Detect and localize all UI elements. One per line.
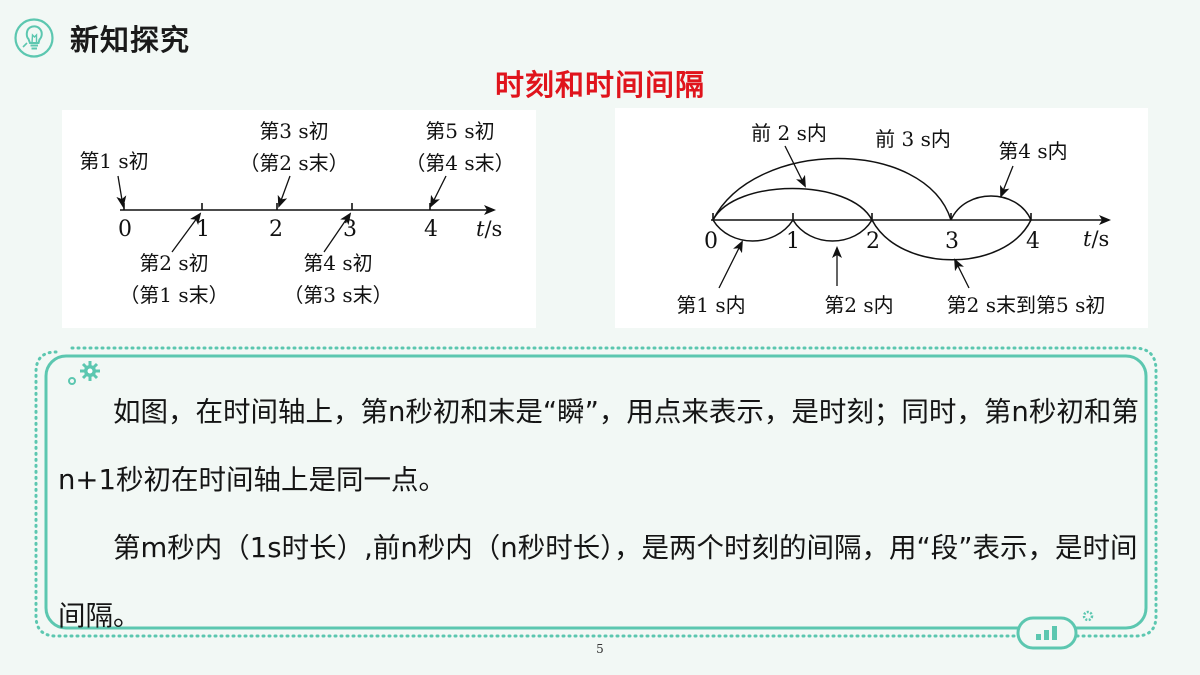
gear-icon	[68, 361, 100, 385]
label-first-second: 第1 s内	[676, 293, 745, 317]
tick-label-3: 3	[945, 229, 959, 254]
arrow-first-2s	[784, 145, 806, 188]
arrow-second-end-to-fifth-start	[954, 258, 970, 289]
small-gear-icon	[1082, 610, 1094, 622]
label-first-2s: 前 2 s内	[751, 121, 827, 145]
paragraph-time-points: 如图，在时间轴上，第n秒初和末是“瞬”，用点来表示，是时刻；同时，第n秒初和第n…	[58, 396, 1139, 496]
axis-unit-label: t/s	[1083, 227, 1109, 251]
arc-second-second	[792, 219, 873, 242]
arc-first-three-seconds	[712, 157, 952, 221]
header: 新知探究	[14, 12, 190, 64]
label-first-second-start: 第1 s初	[79, 149, 148, 173]
label-second-second-start: 第2 s初	[139, 251, 208, 275]
label-second-second: 第2 s内	[824, 293, 893, 317]
arrow-first-second	[718, 240, 743, 289]
tick-label-0: 0	[118, 217, 132, 242]
explanation-panel: 如图，在时间轴上，第n秒初和末是“瞬”，用点来表示，是时刻；同时，第n秒初和第n…	[58, 378, 1154, 650]
label-fifth-second-start: 第5 s初	[425, 119, 494, 143]
label-third-second-start: 第3 s初	[259, 119, 328, 143]
arc-fourth-second	[950, 195, 1032, 221]
label-first-second-end: （第1 s末）	[119, 283, 228, 307]
arc-first-two-seconds	[712, 187, 873, 221]
label-fourth-second-start: 第4 s初	[303, 251, 372, 275]
label-third-second-end: （第3 s末）	[283, 283, 392, 307]
tick-label-2: 2	[866, 229, 880, 254]
tick-label-2: 2	[269, 217, 283, 242]
section-subtitle: 时刻和时间间隔	[494, 68, 705, 102]
tick-label-4: 4	[1026, 229, 1040, 254]
page-title: 新知探究	[70, 23, 191, 57]
arrow-to-4	[430, 175, 447, 208]
arrow-to-2	[277, 175, 291, 208]
label-fourth-second: 第4 s内	[998, 139, 1067, 163]
arc-first-second	[712, 219, 794, 242]
bar-chart-icon	[1016, 616, 1078, 650]
label-fourth-second-end: （第4 s末）	[405, 151, 514, 175]
arc-second-end-to-fifth-start	[871, 219, 1032, 261]
arrow-to-3	[323, 212, 352, 253]
arrow-to-0	[116, 175, 127, 208]
label-first-3s: 前 3 s内	[875, 127, 951, 151]
tick-label-1: 1	[786, 229, 800, 254]
label-second-end-to-fifth-start: 第2 s末到第5 s初	[947, 293, 1106, 317]
time-points-diagram: 0 1 2 3 4 t/s 第1 s初 第3 s初 （第2 s末） 第5 s初 …	[62, 110, 536, 328]
axis-unit-label: t/s	[476, 217, 502, 241]
label-second-second-end: （第2 s末）	[239, 151, 348, 175]
arrow-to-1	[171, 212, 202, 253]
paragraph-time-intervals: 第m秒内（1s时长）,前n秒内（n秒时长），是两个时刻的间隔，用“段”表示，是时…	[58, 532, 1138, 632]
lightbulb-icon	[14, 18, 54, 58]
tick-label-0: 0	[704, 229, 718, 254]
tick-label-4: 4	[424, 217, 438, 242]
arrow-fourth-second	[1000, 165, 1014, 198]
time-intervals-diagram: 0 1 2 3 4 t/s 前 2 s内 前 3 s内 第4 s内 第1 s内 …	[615, 108, 1148, 328]
page-number: 5	[596, 642, 604, 656]
